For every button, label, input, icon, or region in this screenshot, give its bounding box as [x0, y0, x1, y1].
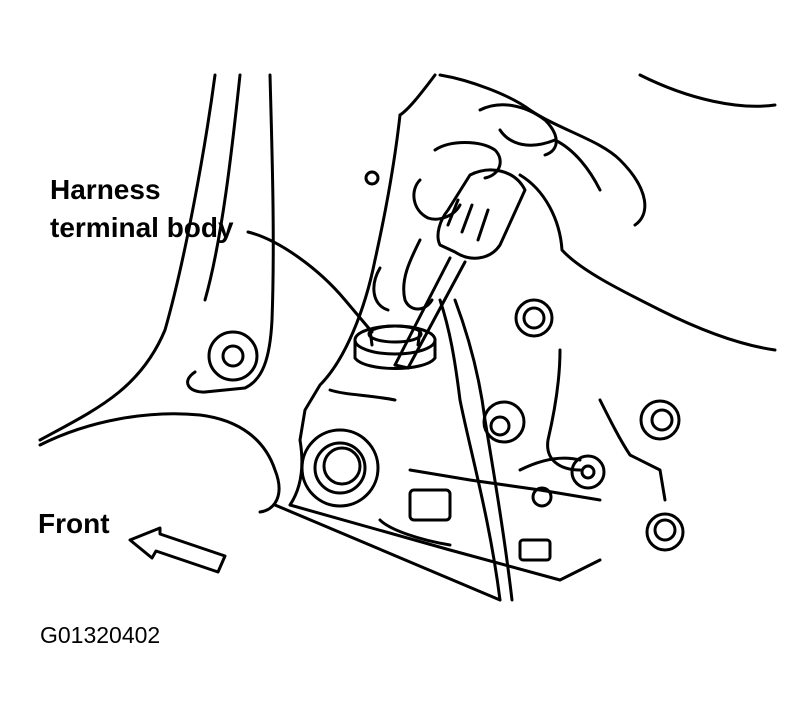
- bolt-front-large: [300, 428, 380, 508]
- front-arrow-icon: [128, 526, 227, 574]
- callout-label-line2: terminal body: [50, 212, 234, 243]
- bolt-right-upper: [514, 298, 554, 338]
- callout-label-line1: Harness: [50, 174, 161, 205]
- valve-body-housing: [273, 73, 667, 602]
- housing-holes: [364, 170, 606, 508]
- bolt-right-lower: [645, 512, 685, 552]
- front-direction-label: Front: [38, 508, 110, 539]
- harness-terminal-body: [353, 324, 437, 370]
- bolt-right-far: [639, 399, 681, 441]
- figure-id-label: G01320402: [40, 622, 161, 648]
- screwdriver: [393, 168, 527, 370]
- transmission-case-left: [38, 73, 281, 514]
- callout-leader-line: [246, 230, 374, 334]
- hand-upper: [412, 73, 777, 352]
- hand-lower: [372, 238, 434, 312]
- bolt-left: [207, 330, 259, 382]
- bolt-right-middle: [482, 400, 526, 444]
